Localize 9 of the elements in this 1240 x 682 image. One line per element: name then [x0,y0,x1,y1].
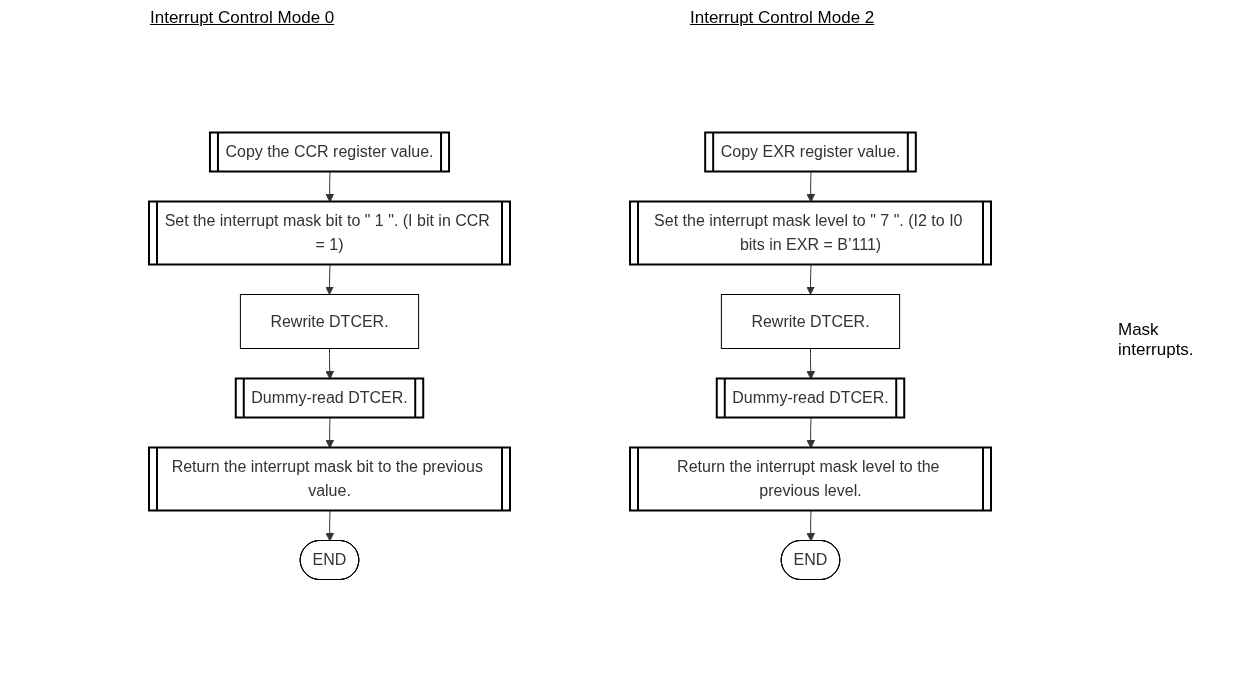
column-heading: Interrupt Control Mode 0 [150,8,335,28]
node-box: Rewrite DTCER. [720,294,901,349]
arrow [806,264,815,295]
annotation-text: Mask interrupts. [1118,320,1195,360]
arrow [325,510,335,542]
arrow [325,264,334,295]
node-box: Rewrite DTCER. [239,294,420,349]
arrow [806,510,816,542]
column-heading: Interrupt Control Mode 2 [690,8,875,28]
